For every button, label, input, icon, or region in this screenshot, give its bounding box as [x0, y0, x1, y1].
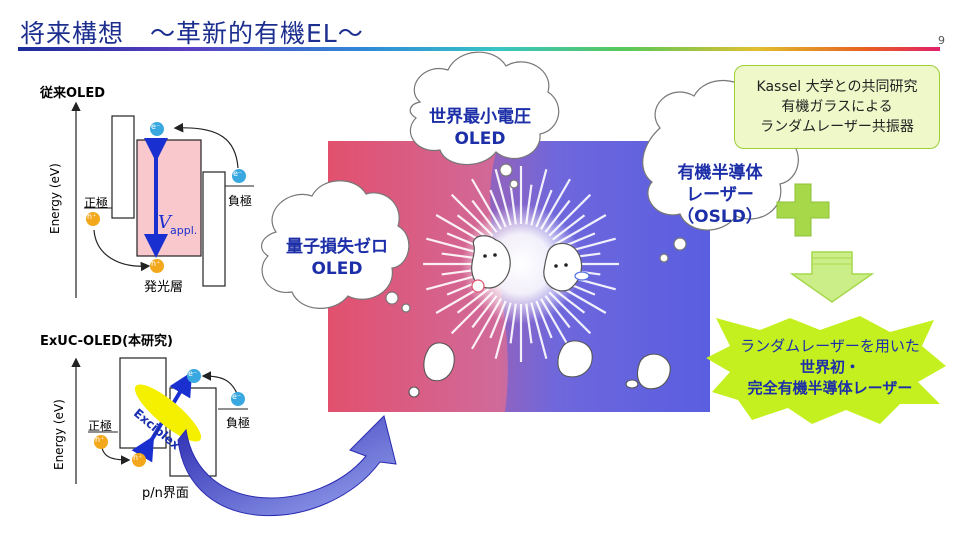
hole-particle: [132, 453, 146, 467]
anode-block: [111, 115, 135, 219]
hole-injection-arrow: [101, 447, 131, 465]
down-arrow-icon: [789, 251, 875, 303]
cloud-laser-text: 有機半導体 レーザー （OSLD）: [677, 163, 763, 227]
hole-particle: [86, 212, 100, 226]
electron-label: e⁻: [233, 169, 243, 178]
starburst-shape: [706, 316, 946, 424]
electron-particle: [231, 392, 245, 406]
hole-label: h⁺: [87, 212, 97, 221]
electron-character: [543, 242, 590, 292]
interface-label: p/n界面: [142, 486, 189, 501]
collaboration-line: 有機ガラスによる: [781, 99, 893, 115]
energy-axis-label: Energy (eV): [48, 163, 62, 234]
collaboration-line: Kassel 大学との共同研究: [756, 79, 918, 95]
cloud-zero-loss: [260, 180, 411, 313]
slide-title: 将来構想 ～革新的有機EL～: [20, 19, 364, 48]
page-number: 9: [938, 34, 945, 47]
emission-layer: [136, 139, 202, 257]
anode-label: 正極: [88, 419, 113, 433]
energy-axis-label: Energy (eV): [52, 399, 66, 470]
anode-label: 正極: [84, 196, 109, 210]
electron-label: e⁻: [151, 122, 161, 131]
cloud-min-voltage-text: 世界最小電圧 OLED: [429, 107, 531, 149]
glow: [461, 204, 581, 324]
hole-injection-arrow: [93, 229, 151, 272]
conventional-heading: 従来OLED: [40, 86, 106, 101]
electron-particle: [187, 369, 201, 383]
electron-label: e⁻: [188, 369, 198, 378]
collaboration-line: ランダムレーザー共振器: [760, 119, 914, 135]
electron-particle: [232, 169, 246, 183]
voltage-subscript: appl.: [170, 224, 198, 237]
hole-label: h⁺: [95, 435, 105, 444]
plus-icon: [776, 183, 830, 237]
cathode-label: 負極: [228, 194, 253, 208]
cathode-label: 負極: [226, 416, 251, 430]
exciplex-ellipse: [134, 384, 202, 442]
hole-particle: [94, 435, 108, 449]
hole-particle: [150, 259, 164, 273]
voltage-symbol: V: [158, 212, 171, 233]
electron-injection-arrow: [173, 122, 239, 169]
emission-layer-label: 発光層: [144, 280, 184, 295]
hole-label: h⁺: [133, 453, 143, 462]
conventional-oled-diagram: [71, 101, 254, 298]
cloud-zero-loss-text: 量子損失ゼロ OLED: [286, 237, 388, 279]
electron-label: e⁻: [232, 392, 242, 401]
cathode-block: [202, 171, 226, 287]
electron-particle: [150, 122, 164, 136]
title-underline: [18, 47, 940, 51]
collaboration-box: Kassel 大学との共同研究 有機ガラスによる ランダムレーザー共振器: [734, 65, 940, 149]
hole-character: [470, 235, 511, 293]
hole-label: h⁺: [151, 259, 161, 268]
curved-arrow-icon: [177, 415, 397, 517]
cloud-min-voltage: [409, 51, 560, 189]
outcome-text: ランダムレーザーを用いた 世界初・ 完全有機半導体レーザー: [740, 337, 920, 397]
exuc-heading: ExUC-OLED(本研究): [40, 334, 173, 349]
exuc-oled-diagram: [71, 357, 248, 484]
small-characters: [408, 340, 671, 398]
